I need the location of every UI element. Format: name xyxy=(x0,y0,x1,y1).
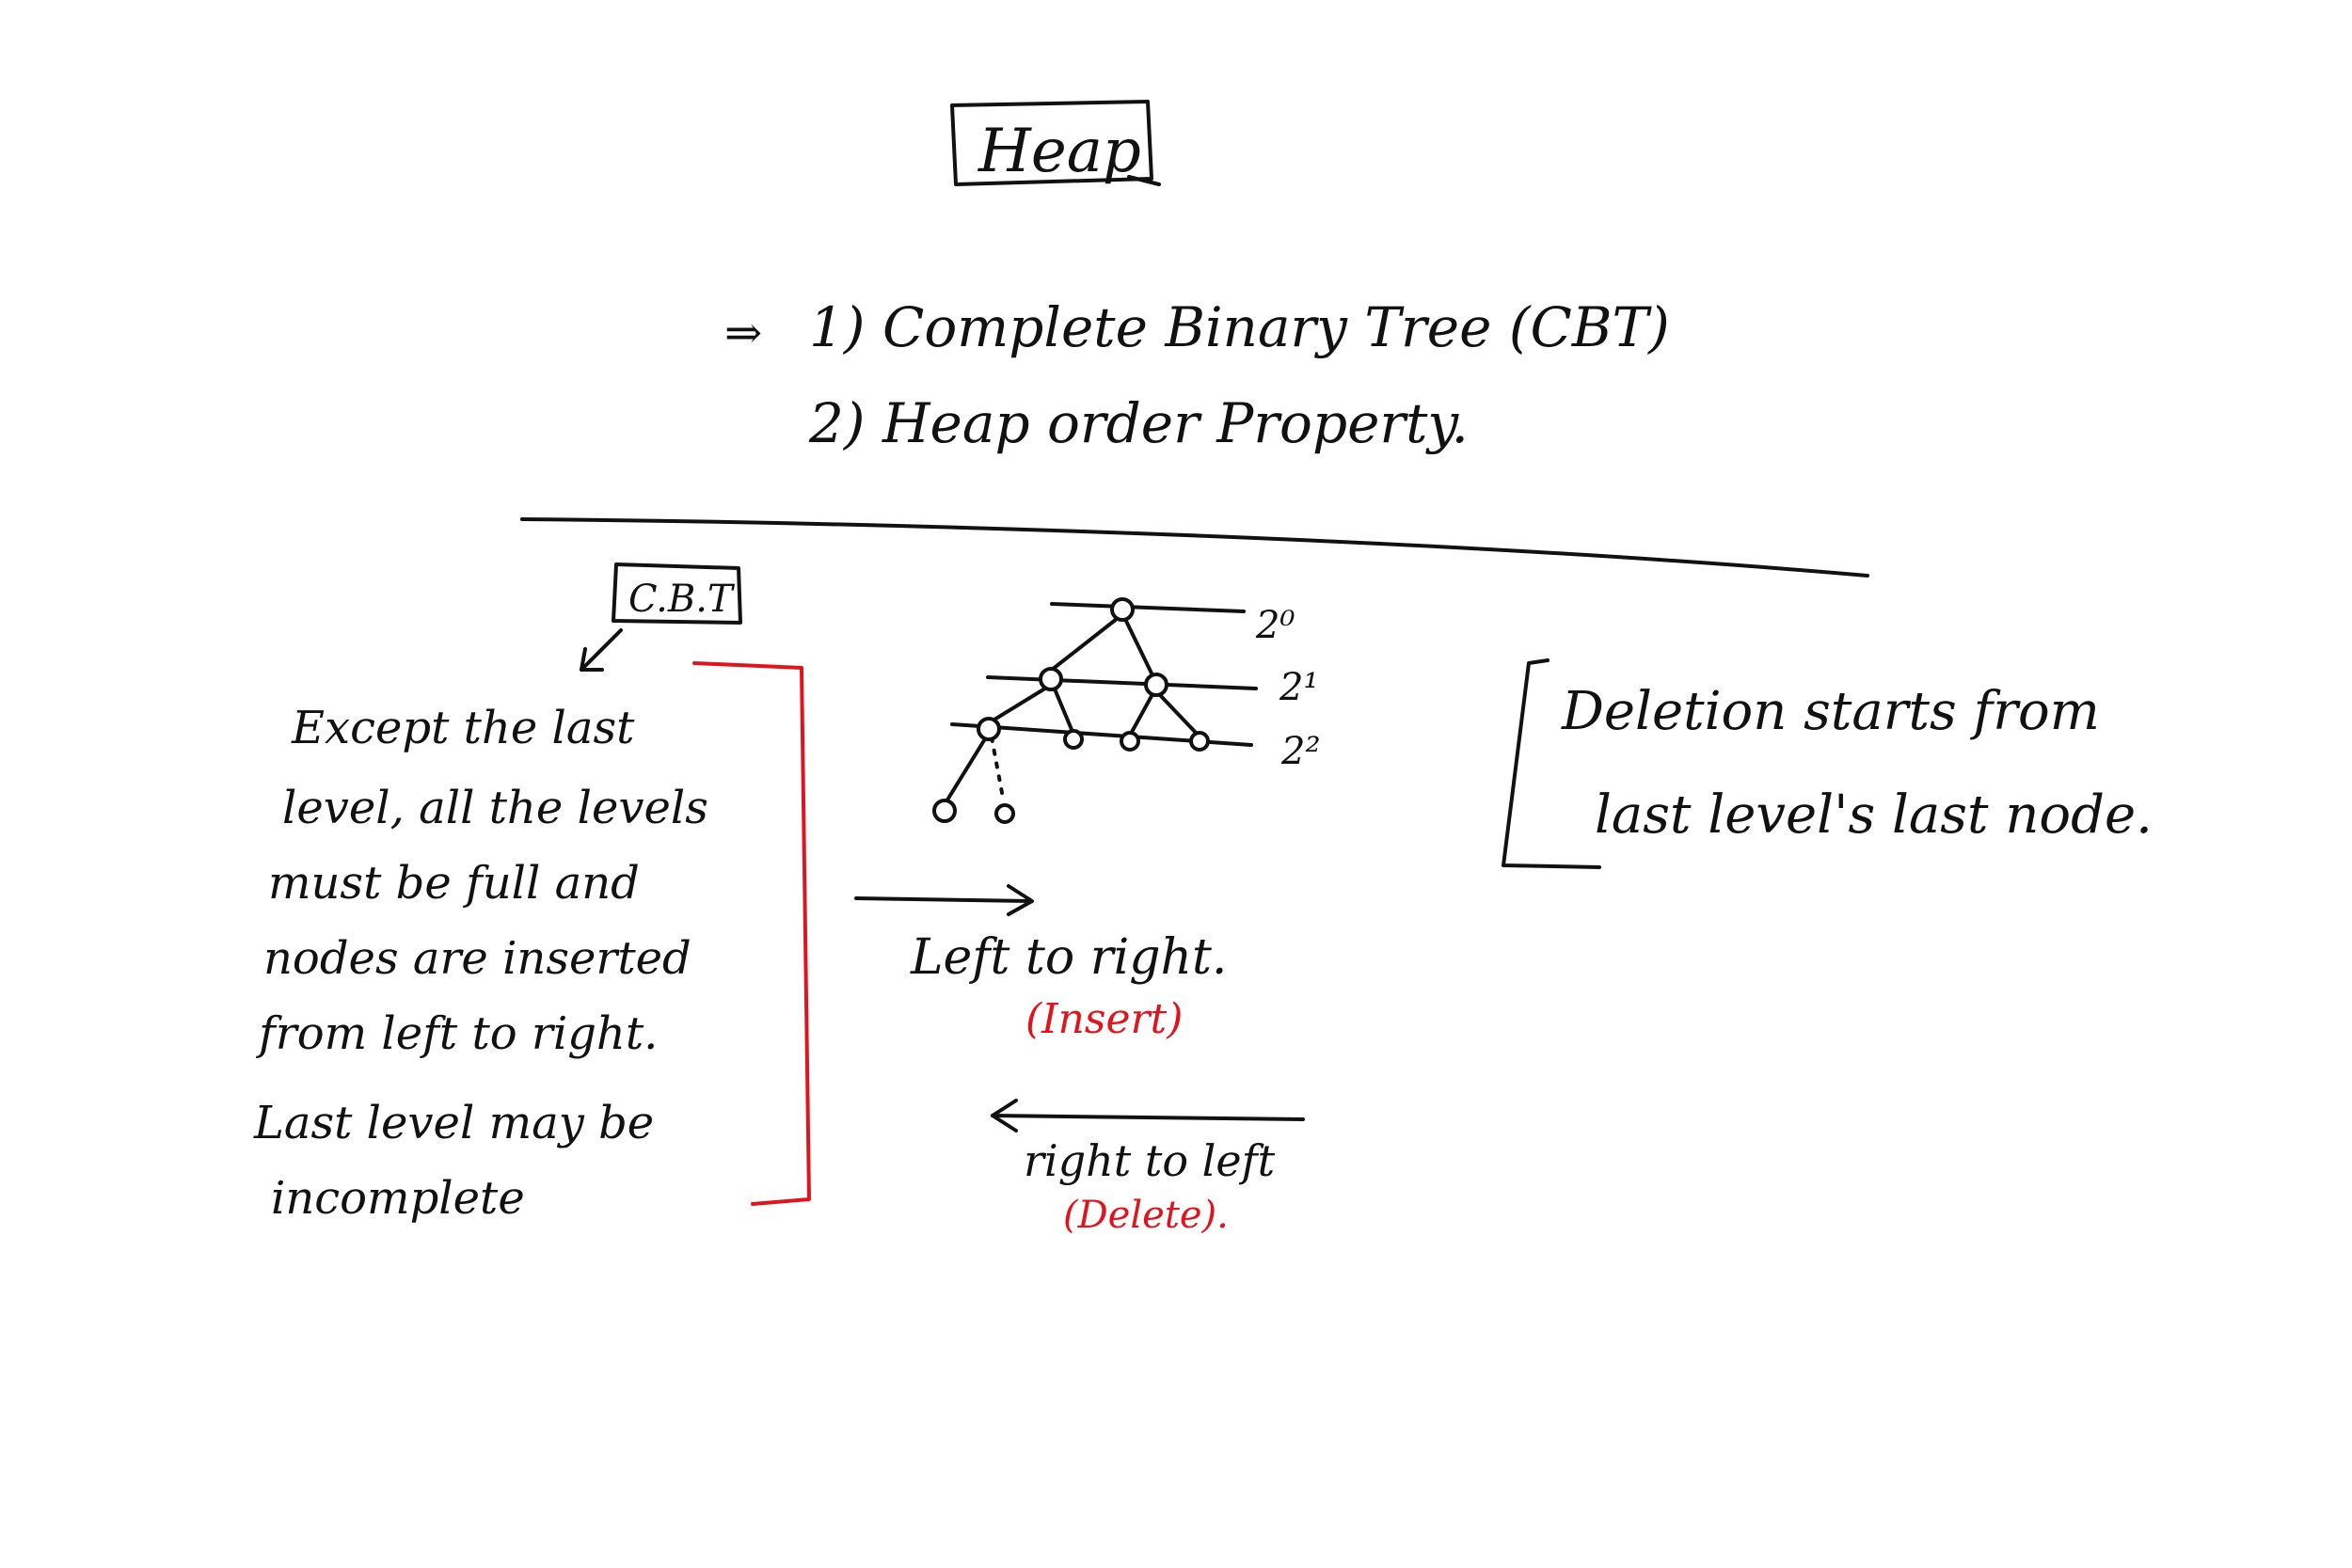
heap-properties: ⇒ 1) Complete Binary Tree (CBT) 2) Heap … xyxy=(724,295,1670,455)
level-label-0: 2⁰ xyxy=(1255,604,1295,647)
property-item-2: 2) Heap order Property. xyxy=(808,391,1469,455)
tree-edge xyxy=(1121,613,1157,683)
property-item-1: 1) Complete Binary Tree (CBT) xyxy=(809,295,1670,359)
insert-arrow-shaft xyxy=(854,896,1032,903)
definition-line-7: incomplete xyxy=(271,1172,525,1225)
tree-edge xyxy=(1052,685,1074,734)
right-arrow-icon xyxy=(1007,884,1034,916)
deletion-note-line-2: last level's last node. xyxy=(1595,784,2153,846)
tree-node xyxy=(1144,673,1168,697)
delete-label: (Delete). xyxy=(1063,1194,1229,1237)
tree-node xyxy=(1120,731,1140,752)
cbt-definition: Except the last level, all the levels mu… xyxy=(253,702,708,1225)
delete-arrow-shaft xyxy=(991,1114,1305,1121)
implies-marker: ⇒ xyxy=(724,307,762,359)
insert-direction-text: Left to right. xyxy=(910,929,1227,986)
left-arrow-icon xyxy=(991,1099,1018,1132)
tree-edge xyxy=(945,736,988,803)
tree-node xyxy=(1039,667,1063,691)
tree-node xyxy=(1110,597,1135,622)
cbt-label-group: C.B.T xyxy=(580,562,742,672)
tree-node xyxy=(932,799,957,823)
level-label-2: 2² xyxy=(1280,730,1320,773)
title-group: Heap xyxy=(950,100,1161,186)
definition-line-5: from left to right. xyxy=(256,1007,658,1060)
tree-node xyxy=(977,717,1001,741)
level-label-1: 2¹ xyxy=(1279,666,1318,709)
note-bracket xyxy=(1502,658,1601,869)
cbt-label: C.B.T xyxy=(628,578,736,621)
level-line-0 xyxy=(1050,602,1246,613)
cbt-arrow-shaft xyxy=(580,628,623,672)
section-divider xyxy=(520,517,1869,578)
delete-direction: right to left (Delete). xyxy=(991,1099,1305,1237)
level-line-1 xyxy=(986,675,1258,690)
tree-edge xyxy=(1050,613,1123,672)
definition-line-1: Except the last xyxy=(291,702,635,754)
cbt-label-box xyxy=(612,562,742,625)
definition-line-3: must be full and xyxy=(268,857,640,910)
insert-direction: Left to right. (Insert) xyxy=(854,884,1227,1043)
insert-label: (Insert) xyxy=(1025,995,1183,1043)
red-bracket xyxy=(692,661,811,1206)
tree-node xyxy=(1063,729,1084,750)
cbt-arrow-head-icon xyxy=(580,647,604,672)
tree-edge-dotted xyxy=(990,736,1005,800)
delete-direction-text: right to left xyxy=(1024,1135,1276,1186)
tree-node xyxy=(994,803,1015,824)
tree-edge xyxy=(988,685,1050,724)
definition-line-4: nodes are inserted xyxy=(263,932,691,985)
tree-edge xyxy=(1129,694,1153,736)
title-box xyxy=(950,100,1153,186)
definition-line-6: Last level may be xyxy=(253,1097,654,1149)
definition-line-2: level, all the levels xyxy=(282,782,708,834)
deletion-note: Deletion starts from last level's last n… xyxy=(1502,658,2153,869)
page-title: Heap xyxy=(977,117,1141,186)
deletion-note-line-1: Deletion starts from xyxy=(1561,681,2100,742)
title-box-tail xyxy=(1127,175,1161,186)
tree-node xyxy=(1189,731,1210,752)
cbt-tree-diagram: 2⁰ 2¹ 2² xyxy=(932,597,1320,824)
tree-edge xyxy=(1159,694,1199,736)
